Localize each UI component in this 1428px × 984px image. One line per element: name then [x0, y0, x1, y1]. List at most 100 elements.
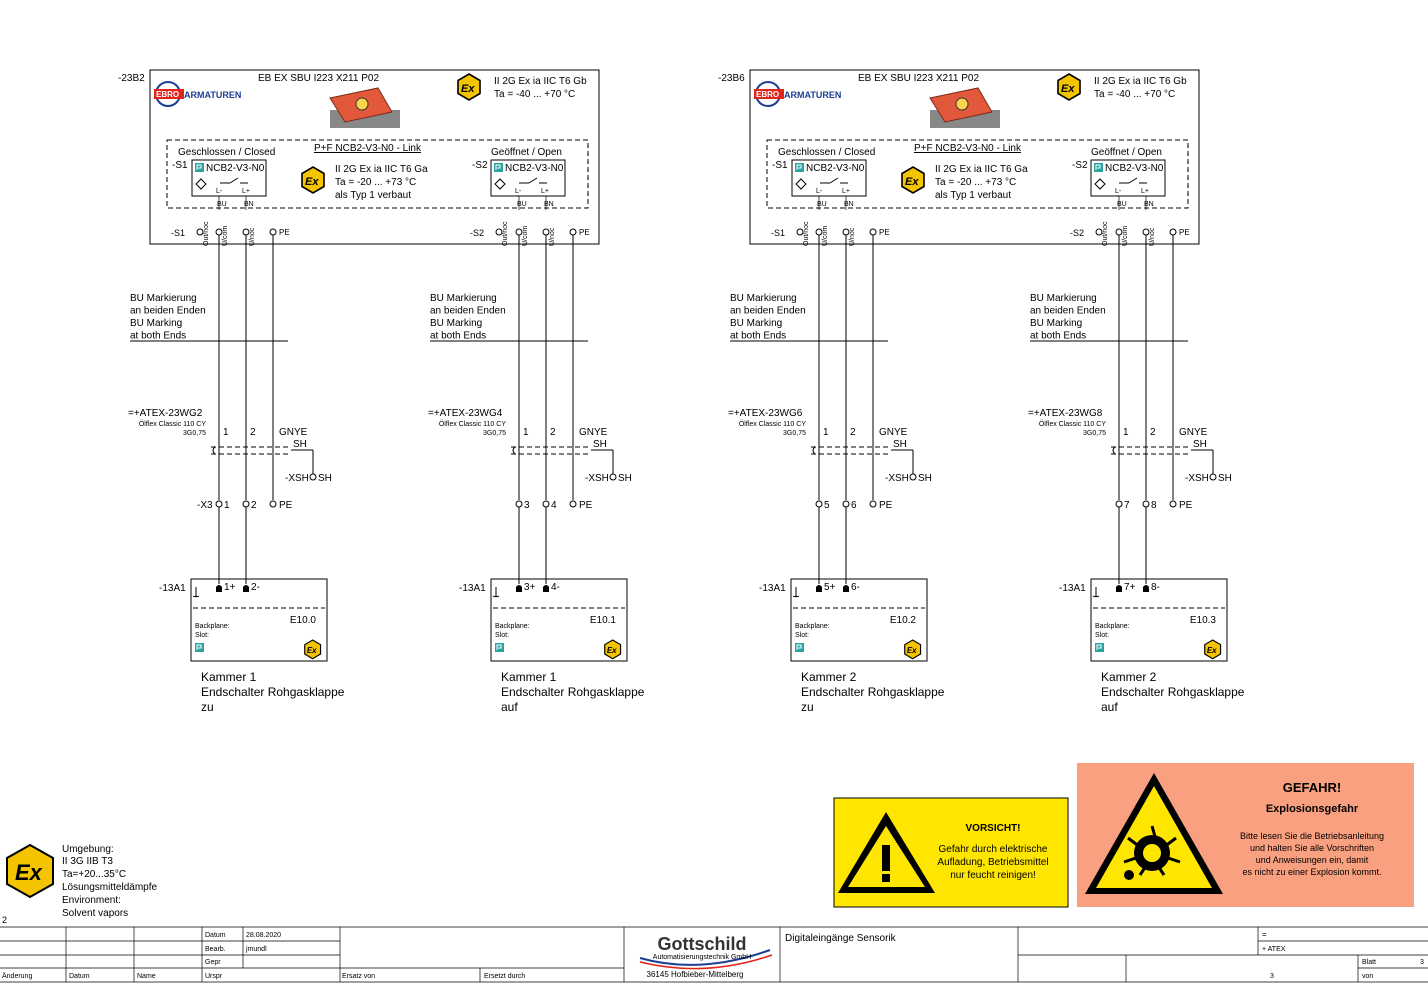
terminal-1 [1115, 500, 1123, 508]
terminal-1-label: 7 [1124, 500, 1130, 511]
cable-tag: =+ATEX-23WG6 [728, 408, 803, 419]
ex-icon: Ex [457, 73, 481, 101]
channel-desc-3: auf [501, 700, 518, 714]
sensor-title: P+F NCB2-V3-N0 - Link [914, 143, 1022, 154]
cable-type: Ölflex Classic 110 CY [1039, 420, 1107, 428]
backplane-label: Backplane: [1095, 623, 1130, 630]
plus-terminal-icon [1116, 585, 1122, 592]
pin-row-tag: -S2 [470, 228, 484, 238]
proximity-sensor: NCB2-V3-N0L-L+ [490, 159, 566, 197]
terminal-2-label: 2 [251, 500, 257, 511]
module-box [790, 578, 928, 662]
core-1-label: 1 [1123, 427, 1129, 438]
minus-terminal-label: 8- [1151, 582, 1160, 593]
pin-row-tag: -S2 [1070, 228, 1084, 238]
input-anchor-icon [192, 587, 200, 598]
ex-icon-text: Ex [305, 176, 319, 188]
terminal-1-label: 1 [224, 500, 230, 511]
terminal-pe [869, 500, 877, 508]
pin-label: U/noc [1149, 227, 1156, 246]
slot-label: Slot: [195, 632, 209, 639]
pin-label: U/com [822, 226, 829, 246]
gnye-label: GNYE [879, 427, 908, 438]
pin-pe [569, 228, 577, 236]
datum-label: Datum [205, 932, 226, 939]
sensor-frame [766, 139, 1189, 209]
switch-contact [1128, 177, 1138, 184]
terminal-pe [569, 500, 577, 508]
l-minus-label: L- [1115, 188, 1122, 195]
datum-col-label: Datum [69, 973, 90, 980]
closed-label: Geschlossen / Closed [178, 147, 275, 158]
bu-marking-line: BU Marking [1030, 318, 1082, 329]
gepr-label: Gepr [205, 959, 221, 966]
ex-icon: Ex [604, 639, 622, 660]
pf-logo-mark [796, 164, 802, 170]
ex-icon: Ex [301, 166, 325, 194]
ex-icon: Ex [6, 843, 54, 899]
terminal-1 [815, 500, 823, 508]
plus-terminal-icon [816, 585, 822, 592]
pin-label: Out/noc [203, 221, 210, 246]
pin-out-noc [1095, 228, 1103, 236]
title-block: 2 Datum 28.08.2020 Bearb. jmundl Gepr Ur… [0, 915, 1428, 983]
company-sub: Automatisierungstechnik GmbH [653, 954, 751, 961]
slot-label: Slot: [1095, 632, 1109, 639]
proximity-sensor: NCB2-V3-N0L-L+ [1090, 159, 1166, 197]
open-label: Geöffnet / Open [1091, 147, 1162, 158]
sensor-diamond-icon [1094, 178, 1106, 190]
core-1-label: 1 [523, 427, 529, 438]
sh-label: SH [293, 439, 307, 450]
module-tag: -13A1 [159, 583, 186, 594]
xsh-label: -XSH [285, 473, 309, 484]
sbu-device-icon [329, 87, 400, 128]
switch-contact [829, 177, 839, 184]
product-code: EB EX SBU I223 X211 P02 [258, 73, 379, 84]
bu-marking-line: BU Markierung [1030, 293, 1097, 304]
pf-logo-mark [495, 164, 501, 170]
xsh-terminal [309, 473, 317, 481]
switch-contact [528, 177, 538, 184]
xsh-terminal [1209, 473, 1217, 481]
sensor-atex: II 2G Ex ia IIC T6 Ga [335, 164, 428, 175]
core-2-label: 2 [850, 427, 856, 438]
channel-desc-2: Endschalter Rohgasklappe [201, 685, 345, 699]
slot-label: Slot: [795, 632, 809, 639]
bu-marking-line: BU Marking [430, 318, 482, 329]
pf-logo-mark [196, 164, 202, 170]
sensor-2-tag: -S2 [472, 160, 488, 171]
sensor-diamond-icon [795, 178, 807, 190]
bu-marking-line: BU Markierung [430, 293, 497, 304]
module-box [1090, 578, 1228, 662]
plus-terminal-icon [516, 585, 522, 592]
pf-logo-mark [1096, 644, 1102, 650]
sensor-box [490, 159, 566, 197]
input-anchor-icon [792, 587, 800, 598]
danger-title: GEFAHR! [1283, 780, 1342, 795]
pin-pe [269, 228, 277, 236]
l-minus-label: L- [515, 188, 522, 195]
ex-icon: Ex [1057, 73, 1081, 101]
ex-icon-shape [604, 639, 622, 660]
danger-line-2: und halten Sie alle Vorschriften [1250, 843, 1374, 853]
cable-type: Ölflex Classic 110 CY [139, 420, 207, 428]
pf-logo-icon [795, 643, 804, 652]
danger-subtitle: Explosionsgefahr [1266, 803, 1359, 815]
danger-line-3: und Anweisungen ein, damit [1256, 855, 1369, 865]
pin-label: U/com [1122, 226, 1129, 246]
warning-triangle-icon [838, 812, 935, 893]
ebro-badge-text: EBRO [756, 90, 779, 99]
pf-logo-icon [795, 163, 804, 172]
core-1-label: 1 [223, 427, 229, 438]
location-label: + ATEX [1262, 946, 1286, 953]
danger-line-1: Bitte lesen Sie die Betriebsanleitung [1240, 831, 1384, 841]
von-label: von [1362, 973, 1373, 980]
bu-marking-line: BU Marking [130, 318, 182, 329]
channel-desc-1: Kammer 2 [1101, 670, 1157, 684]
